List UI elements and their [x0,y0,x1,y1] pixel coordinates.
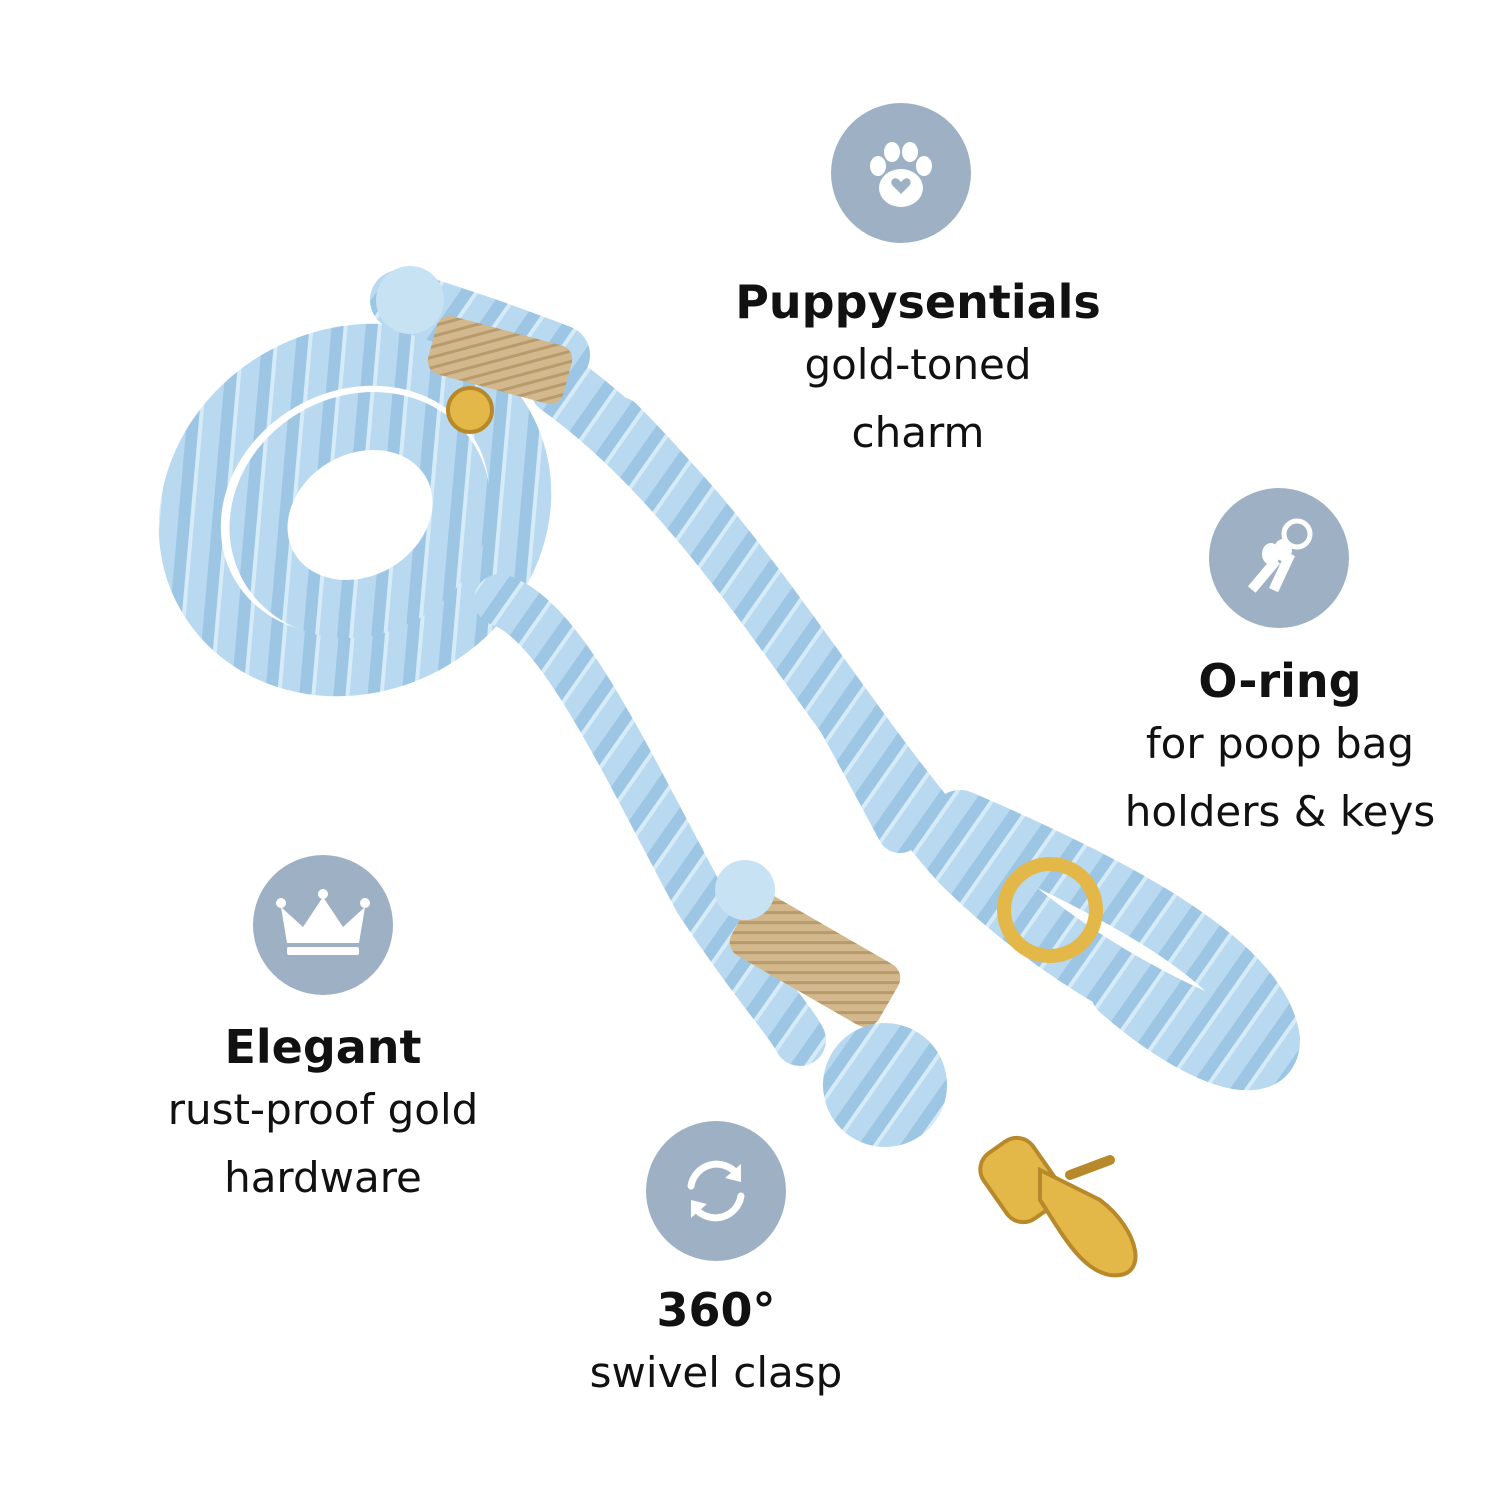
feature-desc-line: holders & keys [1124,787,1436,836]
feature-puppysentials: Puppysentials gold-toned charm [700,273,1136,467]
rope-tuft [715,860,775,920]
o-ring [997,857,1103,963]
feature-desc-line: gold-toned [804,340,1032,389]
feature-title: 360° [656,1283,776,1337]
feature-desc-line: hardware [224,1153,422,1202]
feature-desc-line: rust-proof gold [167,1085,479,1134]
jute-wrap-bottom [729,893,901,1027]
crown-icon [276,889,370,955]
feature-360: 360° swivel clasp [516,1281,916,1407]
paw-heart-icon [870,142,932,207]
keys-icon [1247,518,1313,593]
rope-tuft [376,266,444,334]
feature-title: O-ring [1198,654,1362,708]
crown-icon-circle [253,855,393,995]
feature-title: Elegant [224,1020,422,1074]
keys-icon-circle [1209,488,1349,628]
rope-knot [823,1023,947,1147]
feature-desc-line: swivel clasp [589,1348,843,1397]
feature-elegant: Elegant rust-proof gold hardware [123,1018,523,1212]
swivel-clasp [978,1135,1138,1278]
swivel-arrows-icon-circle [646,1121,786,1261]
feature-o-ring: O-ring for poop bag holders & keys [1080,652,1480,846]
paw-heart-icon-circle [831,103,971,243]
feature-desc-line: charm [851,408,985,457]
gold-charm [446,386,494,434]
feature-title: Puppysentials [735,275,1101,329]
feature-desc-line: for poop bag [1145,719,1415,768]
jute-wrap-top [427,316,573,404]
swivel-arrows-icon [687,1160,745,1222]
